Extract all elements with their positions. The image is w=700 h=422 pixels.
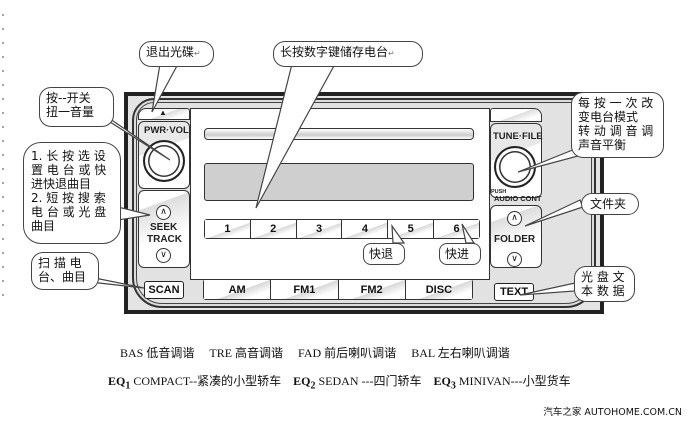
callout-seek-track: 1. 长 按 选 设 置 电 台 或 快 进快退曲目 2. 短 按 搜 索 电 … (23, 142, 121, 244)
callout-rewind: 快退 (363, 243, 405, 265)
scan-button[interactable]: SCAN (144, 281, 184, 299)
seek-up-button[interactable]: ∧ (156, 205, 171, 220)
callout-forward: 快进 (439, 243, 481, 265)
text-pointer (519, 282, 576, 296)
preset-button-2[interactable]: 2 (250, 220, 297, 238)
folder-up-button[interactable]: ∧ (507, 211, 522, 226)
chevron-up-icon: ∧ (511, 213, 518, 223)
callout-folder: 文件夹 (581, 193, 639, 215)
right-top-panel (490, 108, 542, 122)
band-buttons: AM FM1 FM2 DISC (203, 279, 473, 300)
band-button-disc[interactable]: DISC (405, 280, 472, 299)
band-button-am[interactable]: AM (204, 280, 272, 299)
preset-button-4[interactable]: 4 (342, 220, 389, 238)
rewind-pointer (391, 223, 406, 244)
presets-pointer (255, 63, 337, 209)
band-button-fm2[interactable]: FM2 (338, 280, 406, 299)
preset-button-5[interactable]: 5 (388, 220, 435, 238)
folder-label: FOLDER (494, 234, 536, 245)
band-button-fm1[interactable]: FM1 (271, 280, 339, 299)
folder-pointer (524, 199, 584, 227)
callout-eject: 退出光碟↵ (139, 41, 214, 67)
eject-icon: ▲ (159, 108, 167, 117)
chevron-up-icon: ∧ (160, 207, 167, 217)
left-dotted-margin (2, 8, 4, 308)
track-label: TRACK (147, 234, 182, 245)
seek-down-button[interactable]: ∨ (156, 248, 171, 263)
forward-pointer (461, 223, 476, 244)
callout-pwr-vol: 按--开关 扭一音量 (39, 87, 114, 127)
tune-file-label: TUNE·FILE (493, 131, 543, 142)
legend-line-2: EQ1 COMPACT--紧凑的小型轿车 EQ2 SEDAN ---四门轿车 E… (108, 374, 571, 392)
chevron-down-icon: ∨ (160, 250, 167, 260)
push-label: PUSH (491, 189, 507, 195)
preset-button-1[interactable]: 1 (205, 220, 251, 238)
callout-presets: 长按数字键储存电台↵ (273, 41, 423, 67)
eject-button[interactable]: ▲ (138, 108, 190, 120)
cd-slot (204, 128, 474, 140)
folder-down-button[interactable]: ∨ (507, 252, 522, 267)
pwr-vol-label: PWR·VOL (144, 125, 189, 136)
chevron-down-icon: ∨ (511, 254, 518, 264)
preset-button-3[interactable]: 3 (296, 220, 343, 238)
callout-tune-file: 每 按 一 次 改 变电台模式 转 动 调 音 调 声音平衡 (571, 92, 664, 158)
callout-scan: 扫 描 电 台、曲目 (31, 252, 99, 290)
watermark-credit: 汽车之家 AUTOHOME.COM.CN (543, 407, 682, 418)
seek-label: SEEK (150, 222, 178, 233)
legend-line-1: BAS 低音调谐 TRE 高音调谐 FAD 前后喇叭调谐 BAL 左右喇叭调谐 (120, 346, 510, 360)
eject-pointer (151, 63, 180, 113)
radio-display (204, 163, 474, 201)
preset-buttons: 1 2 3 4 5 6 (204, 219, 480, 239)
audio-cont-label: AUDIO CONT (494, 194, 542, 203)
callout-text: 光 盘 文 本 数 据 (574, 266, 635, 302)
